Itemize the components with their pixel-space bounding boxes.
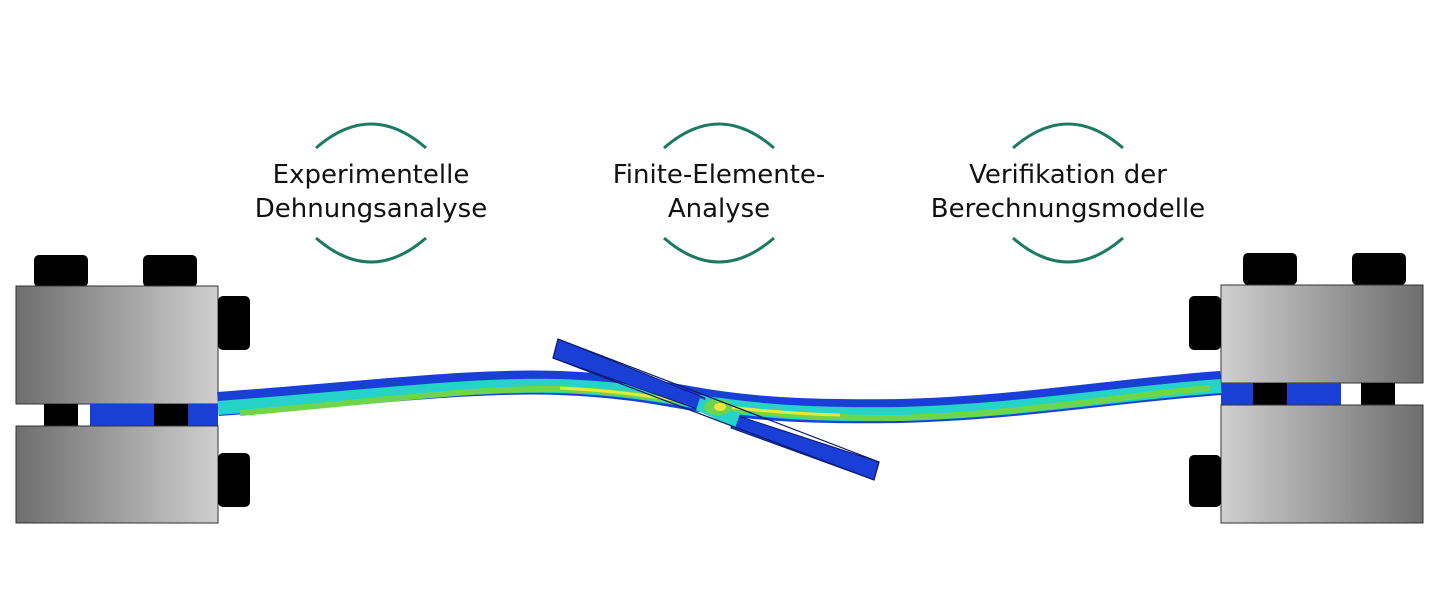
step-3-line-1: Verifikation der xyxy=(969,160,1167,190)
step-label-model-verification: Verifikation der Berechnungsmodelle xyxy=(888,158,1248,226)
step-1-line-2: Dehnungsanalyse xyxy=(254,194,488,224)
step-1-arcs xyxy=(315,122,427,264)
step-2-line-1: Finite-Elemente- xyxy=(612,160,826,190)
left-clamp xyxy=(15,255,250,524)
step-3-arcs xyxy=(1012,122,1124,264)
step-label-finite-element-analysis: Finite-Elemente- Analyse xyxy=(539,158,899,226)
step-label-experimental-strain-analysis: Experimentelle Dehnungsanalyse xyxy=(191,158,551,226)
step-2-arcs xyxy=(663,122,775,264)
crossing-plate xyxy=(552,338,880,481)
step-2-line-2: Analyse xyxy=(667,194,771,224)
step-3-line-2: Berechnungsmodelle xyxy=(930,194,1206,224)
right-clamp xyxy=(1189,253,1424,524)
step-1-line-1: Experimentelle xyxy=(272,160,470,190)
